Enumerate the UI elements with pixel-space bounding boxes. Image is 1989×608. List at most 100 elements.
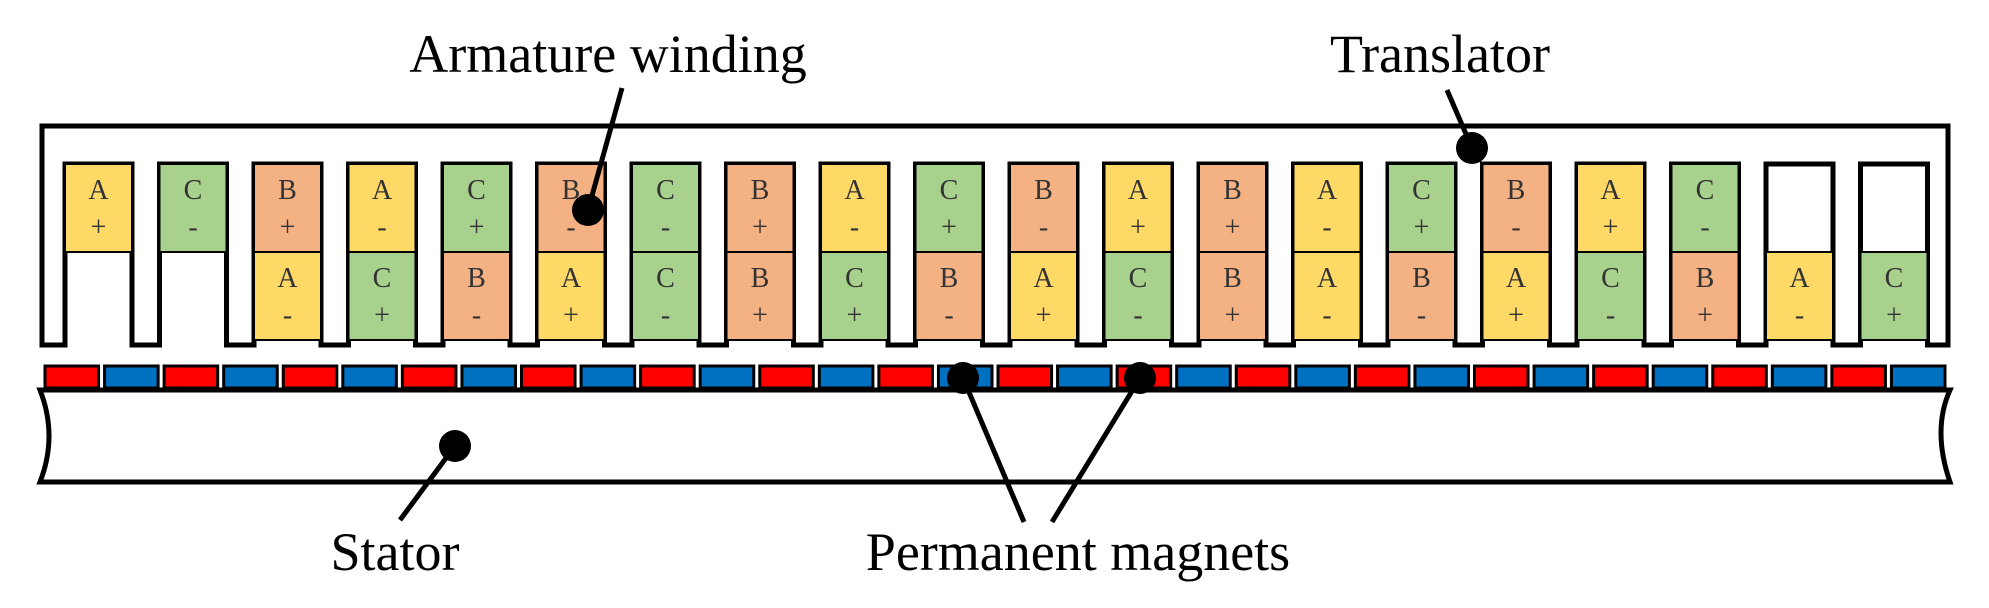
coil-top-13-sign: +: [1225, 212, 1241, 243]
label-translator: Translator: [1330, 24, 1550, 84]
coil-top-8-phase: B: [751, 175, 770, 206]
coil-top-15-fill: [1387, 163, 1456, 253]
coil-top-2-sign: -: [188, 212, 197, 243]
coil-bottom-15-sign: -: [1417, 300, 1426, 331]
coil-bottom-19-sign: -: [1795, 300, 1804, 331]
coil-top-1-sign: +: [91, 212, 107, 243]
coil-top-15: C+: [1387, 163, 1456, 253]
coil-top-15-phase: C: [1412, 175, 1431, 206]
coil-top-16-fill: [1481, 163, 1551, 253]
coil-top-3-sign: +: [280, 212, 296, 243]
armature-coils: A+C-B+A-A-C+C+B-B-A+C-C-B+B+A-C+C+B-B-A+…: [64, 163, 1929, 341]
coil-top-17: A+: [1576, 163, 1645, 253]
coil-bottom-12-fill: [1103, 251, 1173, 341]
coil-bottom-13-phase: B: [1223, 263, 1242, 294]
magnet-10: [579, 364, 637, 390]
coil-bottom-18: B+: [1670, 251, 1740, 341]
coil-top-4-fill: [347, 163, 417, 253]
coil-bottom-10: B-: [914, 251, 984, 341]
coil-bottom-15-phase: B: [1412, 263, 1431, 294]
stator-body: [36, 387, 1954, 485]
coil-top-14-sign: -: [1322, 212, 1331, 243]
coil-top-2-phase: C: [184, 175, 203, 206]
coil-bottom-19-phase: A: [1789, 263, 1810, 294]
coil-bottom-3-phase: A: [277, 263, 298, 294]
leader-armature-winding: [585, 87, 625, 211]
dot-magnet-1: [947, 362, 979, 394]
coil-bottom-7-sign: -: [661, 300, 670, 331]
magnet-14: [817, 364, 875, 390]
dot-magnet-2: [1124, 362, 1156, 394]
magnet-17: [996, 364, 1054, 390]
coil-bottom-11-sign: +: [1036, 300, 1052, 331]
coil-bottom-3: A-: [253, 251, 322, 341]
coil-top-17-sign: +: [1603, 212, 1619, 243]
coil-bottom-6-phase: A: [561, 263, 582, 294]
magnet-29: [1711, 364, 1768, 390]
coil-bottom-19-fill: [1765, 251, 1834, 341]
coil-top-16-phase: B: [1507, 175, 1526, 206]
coil-bottom-19: A-: [1765, 251, 1834, 341]
coil-top-5: C+: [442, 163, 511, 253]
coil-top-11-phase: B: [1034, 175, 1053, 206]
coil-bottom-4: C+: [347, 251, 417, 341]
coil-bottom-12: C-: [1103, 251, 1173, 341]
coil-top-12-phase: A: [1128, 175, 1149, 206]
coil-top-1-fill: [64, 163, 133, 253]
coil-top-10-phase: C: [940, 175, 959, 206]
coil-top-8-sign: +: [752, 212, 768, 243]
coil-bottom-3-fill: [253, 251, 322, 341]
coil-top-6-sign: -: [566, 212, 575, 243]
magnet-30: [1770, 364, 1828, 390]
magnet-31: [1830, 364, 1887, 390]
coil-top-11-sign: -: [1039, 212, 1048, 243]
coil-top-16-sign: -: [1511, 212, 1520, 243]
magnet-26: [1532, 364, 1590, 390]
coil-top-3-phase: B: [278, 175, 297, 206]
coil-bottom-7: C-: [631, 251, 700, 341]
coil-top-1-phase: A: [88, 175, 109, 206]
coil-top-7-phase: C: [656, 175, 675, 206]
coil-bottom-10-sign: -: [944, 300, 953, 331]
coil-top-11-fill: [1009, 163, 1078, 253]
coil-bottom-14-fill: [1292, 251, 1362, 341]
label-stator: Stator: [331, 522, 460, 582]
coil-top-12-sign: +: [1130, 212, 1146, 243]
coil-top-16: B-: [1481, 163, 1551, 253]
coil-top-3: B+: [253, 163, 322, 253]
coil-top-7: C-: [631, 163, 700, 253]
magnet-20: [1175, 364, 1232, 390]
coil-bottom-14-sign: -: [1322, 300, 1331, 331]
coil-bottom-7-phase: C: [656, 263, 675, 294]
coil-bottom-14: A-: [1292, 251, 1362, 341]
magnet-27: [1592, 364, 1649, 390]
coil-top-6-phase: B: [562, 175, 581, 206]
coil-bottom-13: B+: [1198, 251, 1267, 341]
coil-top-10-fill: [914, 163, 984, 253]
coil-bottom-18-sign: +: [1697, 300, 1713, 331]
coil-top-13-phase: B: [1223, 175, 1242, 206]
coil-top-14-phase: A: [1317, 175, 1338, 206]
leader-dots: [439, 132, 1488, 462]
coil-bottom-9: C+: [820, 251, 889, 341]
magnet-12: [698, 364, 756, 390]
coil-bottom-8-fill: [725, 251, 795, 341]
coil-top-15-sign: +: [1414, 212, 1430, 243]
coil-bottom-16-fill: [1481, 251, 1551, 341]
coil-top-5-sign: +: [469, 212, 485, 243]
coil-bottom-11-phase: A: [1033, 263, 1054, 294]
coil-top-4-sign: -: [377, 212, 386, 243]
coil-top-4-phase: A: [372, 175, 393, 206]
coil-bottom-20: C+: [1859, 251, 1929, 341]
coil-bottom-16-phase: A: [1506, 263, 1527, 294]
coil-bottom-5-fill: [442, 251, 511, 341]
coil-top-18: C-: [1670, 163, 1740, 253]
coil-bottom-4-sign: +: [374, 300, 390, 331]
coil-bottom-11-fill: [1009, 251, 1078, 341]
coil-bottom-17-sign: -: [1606, 300, 1615, 331]
coil-bottom-13-sign: +: [1225, 300, 1241, 331]
coil-top-9-fill: [820, 163, 889, 253]
magnet-6: [341, 364, 398, 390]
coil-top-14: A-: [1292, 163, 1362, 253]
coil-bottom-11: A+: [1009, 251, 1078, 341]
